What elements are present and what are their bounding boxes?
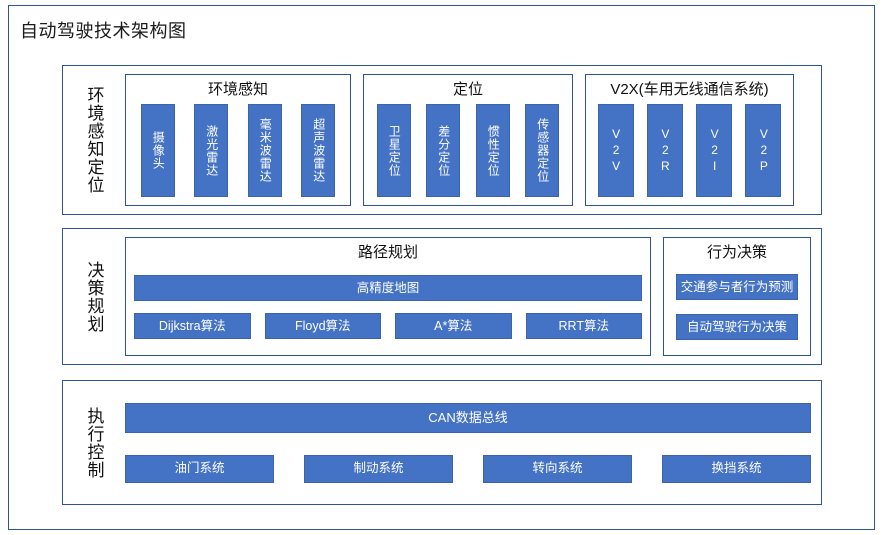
chip-v2v[interactable]: V2V	[597, 104, 634, 197]
group-items-environment-perception: 摄像头 激光雷达 毫米波雷达 超声波雷达	[134, 104, 342, 197]
chip-autonomous-driving-behavior-decision[interactable]: 自动驾驶行为决策	[676, 314, 798, 340]
layer-label-decision-planning: 决策规划	[84, 260, 104, 333]
group-title-behavior-decision: 行为决策	[706, 244, 767, 261]
execution-systems-row: 油门系统 制动系统 转向系统 换挡系统	[125, 454, 811, 483]
group-title-localization: 定位	[452, 81, 483, 98]
chip-camera[interactable]: 摄像头	[140, 104, 175, 197]
chip-floyd-algorithm[interactable]: Floyd算法	[264, 313, 381, 339]
layer-label-perception-localization: 环境感知定位	[84, 86, 104, 194]
layer-execution-control: 执行控制 CAN数据总线 油门系统 制动系统 转向系统 换挡系统	[62, 380, 822, 505]
execution-bus-row: CAN数据总线	[125, 402, 811, 433]
group-items-localization: 卫星定位 差分定位 惯性定位 传感器定位	[372, 104, 564, 197]
layer-perception-localization: 环境感知定位 环境感知 摄像头 激光雷达 毫米波雷达 超声波雷达 定位 卫星定位…	[62, 65, 822, 215]
chip-steering-system[interactable]: 转向系统	[483, 454, 632, 483]
chip-v2i[interactable]: V2I	[696, 104, 733, 197]
chip-satellite-positioning[interactable]: 卫星定位	[376, 104, 411, 197]
chip-v2r[interactable]: V2R	[646, 104, 683, 197]
path-planning-rows: 高精度地图 Dijkstra算法 Floyd算法 A*算法 RRT算法	[134, 267, 642, 347]
group-title-v2x: V2X(车用无线通信系统)	[610, 81, 769, 98]
layer-body-decision-planning: 路径规划 高精度地图 Dijkstra算法 Floyd算法 A*算法 RRT算法…	[125, 229, 821, 364]
layer-decision-planning: 决策规划 路径规划 高精度地图 Dijkstra算法 Floyd算法 A*算法 …	[62, 228, 822, 365]
layer-body-perception-localization: 环境感知 摄像头 激光雷达 毫米波雷达 超声波雷达 定位 卫星定位 差分定位 惯…	[125, 66, 821, 214]
group-localization: 定位 卫星定位 差分定位 惯性定位 传感器定位	[363, 74, 573, 206]
group-title-path-planning: 路径规划	[357, 244, 418, 261]
chip-v2p[interactable]: V2P	[745, 104, 782, 197]
group-title-environment-perception: 环境感知	[207, 81, 268, 98]
chip-traffic-participant-behavior-prediction[interactable]: 交通参与者行为预测	[676, 274, 798, 300]
chip-gear-shift-system[interactable]: 换挡系统	[662, 454, 811, 483]
chip-sensor-positioning[interactable]: 传感器定位	[525, 104, 560, 197]
chip-millimeter-wave-radar[interactable]: 毫米波雷达	[247, 104, 282, 197]
group-environment-perception: 环境感知 摄像头 激光雷达 毫米波雷达 超声波雷达	[125, 74, 351, 206]
path-planning-map-row: 高精度地图	[134, 275, 642, 301]
chip-ultrasonic-radar[interactable]: 超声波雷达	[301, 104, 336, 197]
group-items-v2x: V2V V2R V2I V2P	[594, 104, 785, 197]
chip-inertial-positioning[interactable]: 惯性定位	[475, 104, 510, 197]
group-behavior-decision: 行为决策 交通参与者行为预测 自动驾驶行为决策	[663, 237, 811, 356]
chip-throttle-system[interactable]: 油门系统	[125, 454, 274, 483]
chip-hd-map[interactable]: 高精度地图	[134, 275, 642, 301]
layer-body-execution-control: CAN数据总线 油门系统 制动系统 转向系统 换挡系统	[125, 381, 821, 504]
chip-rrt-algorithm[interactable]: RRT算法	[525, 313, 642, 339]
page-title: 自动驾驶技术架构图	[20, 21, 187, 41]
group-path-planning: 路径规划 高精度地图 Dijkstra算法 Floyd算法 A*算法 RRT算法	[125, 237, 651, 356]
path-planning-algorithm-row: Dijkstra算法 Floyd算法 A*算法 RRT算法	[134, 313, 642, 339]
behavior-decision-rows: 交通参与者行为预测 自动驾驶行为决策	[672, 267, 802, 347]
chip-astar-algorithm[interactable]: A*算法	[395, 313, 512, 339]
layer-label-execution-control: 执行控制	[84, 406, 104, 479]
group-v2x: V2X(车用无线通信系统) V2V V2R V2I V2P	[585, 74, 794, 206]
chip-lidar[interactable]: 激光雷达	[194, 104, 229, 197]
chip-braking-system[interactable]: 制动系统	[304, 454, 453, 483]
chip-dijkstra-algorithm[interactable]: Dijkstra算法	[134, 313, 251, 339]
chip-differential-positioning[interactable]: 差分定位	[426, 104, 461, 197]
chip-can-data-bus[interactable]: CAN数据总线	[125, 402, 811, 433]
